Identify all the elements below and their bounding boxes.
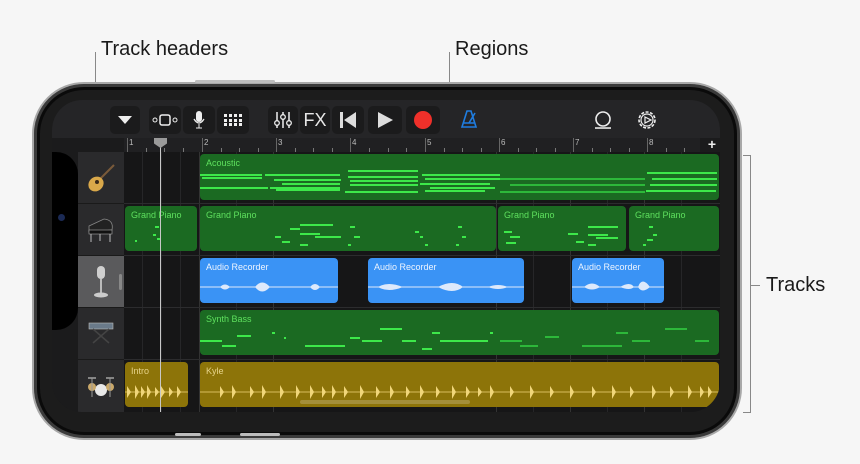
region-drummer-intro[interactable]: Intro xyxy=(125,362,188,407)
region-grand-piano[interactable]: Grand Piano xyxy=(498,206,626,251)
microphone-button[interactable] xyxy=(183,106,215,134)
region-label: Grand Piano xyxy=(131,210,182,220)
phone-side-button-2 xyxy=(240,433,280,436)
bar-number: 6 xyxy=(501,138,506,147)
region-label: Grand Piano xyxy=(635,210,686,220)
region-synth-bass[interactable]: Synth Bass xyxy=(200,310,719,355)
phone-volume-button xyxy=(195,80,275,83)
fx-button[interactable]: FX xyxy=(300,106,330,134)
track-resize-handle[interactable] xyxy=(119,274,122,290)
tracks-bracket xyxy=(750,155,751,413)
phone-notch xyxy=(52,152,78,330)
keyboard-icon xyxy=(88,322,114,344)
loop-browser-button[interactable] xyxy=(592,109,614,131)
track-header-audio-recorder[interactable] xyxy=(78,256,124,308)
phone-side-button xyxy=(175,433,201,436)
region-label: Audio Recorder xyxy=(374,262,437,272)
waveform xyxy=(572,281,664,291)
drum-kit-icon xyxy=(88,377,114,397)
bar-number: 2 xyxy=(204,138,209,147)
mixer-sliders-icon xyxy=(274,112,292,128)
tracks-area[interactable]: Acoustic Grand Piano Grand Piano Grand P… xyxy=(124,152,720,412)
gear-icon xyxy=(638,111,656,129)
bar-number: 3 xyxy=(278,138,283,147)
go-to-beginning-button[interactable] xyxy=(332,106,364,134)
bar-number: 1 xyxy=(129,138,134,147)
play-icon xyxy=(378,112,393,128)
region-label: Acoustic xyxy=(206,158,241,168)
region-label: Synth Bass xyxy=(206,314,252,324)
track-header-synth-bass[interactable] xyxy=(78,308,124,360)
region-grand-piano[interactable]: Grand Piano xyxy=(125,206,197,251)
play-button[interactable] xyxy=(368,106,402,134)
callout-track-headers: Track headers xyxy=(101,38,229,60)
tracks-bracket-tick xyxy=(751,285,760,286)
toolbar: FX xyxy=(52,100,720,138)
garageband-screen: FX 1 2 3 4 5 6 7 8 xyxy=(52,100,720,412)
acoustic-guitar-icon xyxy=(88,163,115,191)
callout-tracks: Tracks xyxy=(766,274,826,296)
microphone-icon xyxy=(193,111,205,129)
tracks-bracket-top xyxy=(743,155,751,156)
grand-piano-icon xyxy=(88,218,113,242)
waveform xyxy=(200,282,338,292)
region-label: Intro xyxy=(131,366,150,376)
triangle-down-icon xyxy=(118,116,132,124)
grid-icon xyxy=(224,114,242,126)
bar-number: 4 xyxy=(352,138,357,147)
playhead-handle[interactable] xyxy=(154,138,167,148)
region-audio-recorder[interactable]: Audio Recorder xyxy=(368,258,524,303)
front-camera xyxy=(58,214,65,221)
loop-icon xyxy=(595,111,611,129)
grid-button[interactable] xyxy=(217,106,249,134)
track-header-acoustic-guitar[interactable] xyxy=(78,152,124,204)
record-icon xyxy=(414,111,432,129)
callout-regions: Regions xyxy=(455,38,529,60)
region-drummer-kyle[interactable]: Kyle xyxy=(200,362,719,407)
drum-waveform xyxy=(200,385,719,399)
track-headers xyxy=(78,152,124,412)
playhead[interactable] xyxy=(160,140,161,412)
browser-dropdown-button[interactable] xyxy=(110,106,140,134)
track-view-icon xyxy=(152,114,178,126)
region-grand-piano[interactable]: Grand Piano xyxy=(629,206,719,251)
bar-number: 5 xyxy=(427,138,432,147)
settings-button[interactable] xyxy=(636,109,658,131)
horizontal-scrollbar[interactable] xyxy=(300,400,470,404)
skip-back-icon xyxy=(340,112,356,128)
region-audio-recorder[interactable]: Audio Recorder xyxy=(200,258,338,303)
add-section-button[interactable]: + xyxy=(707,136,716,152)
mixer-button[interactable] xyxy=(268,106,298,134)
record-button[interactable] xyxy=(406,106,440,134)
region-label: Audio Recorder xyxy=(206,262,269,272)
track-header-drums[interactable] xyxy=(78,360,124,411)
waveform xyxy=(368,283,524,291)
track-header-grand-piano[interactable] xyxy=(78,204,124,256)
region-label: Grand Piano xyxy=(206,210,257,220)
drum-waveform xyxy=(125,385,188,399)
bar-number: 8 xyxy=(649,138,654,147)
region-audio-recorder[interactable]: Audio Recorder xyxy=(572,258,664,303)
microphone-icon xyxy=(94,265,108,297)
view-toggle-button[interactable] xyxy=(149,106,181,134)
timeline-ruler[interactable]: 1 2 3 4 5 6 7 8 + xyxy=(124,136,720,152)
tracks-bracket-bottom xyxy=(743,412,751,413)
region-grand-piano[interactable]: Grand Piano xyxy=(200,206,496,251)
metronome-icon xyxy=(460,110,478,128)
metronome-button[interactable] xyxy=(460,110,480,130)
bar-number: 7 xyxy=(575,138,580,147)
region-label: Audio Recorder xyxy=(578,262,641,272)
region-acoustic[interactable]: Acoustic xyxy=(200,154,719,200)
region-label: Kyle xyxy=(206,366,224,376)
region-label: Grand Piano xyxy=(504,210,555,220)
